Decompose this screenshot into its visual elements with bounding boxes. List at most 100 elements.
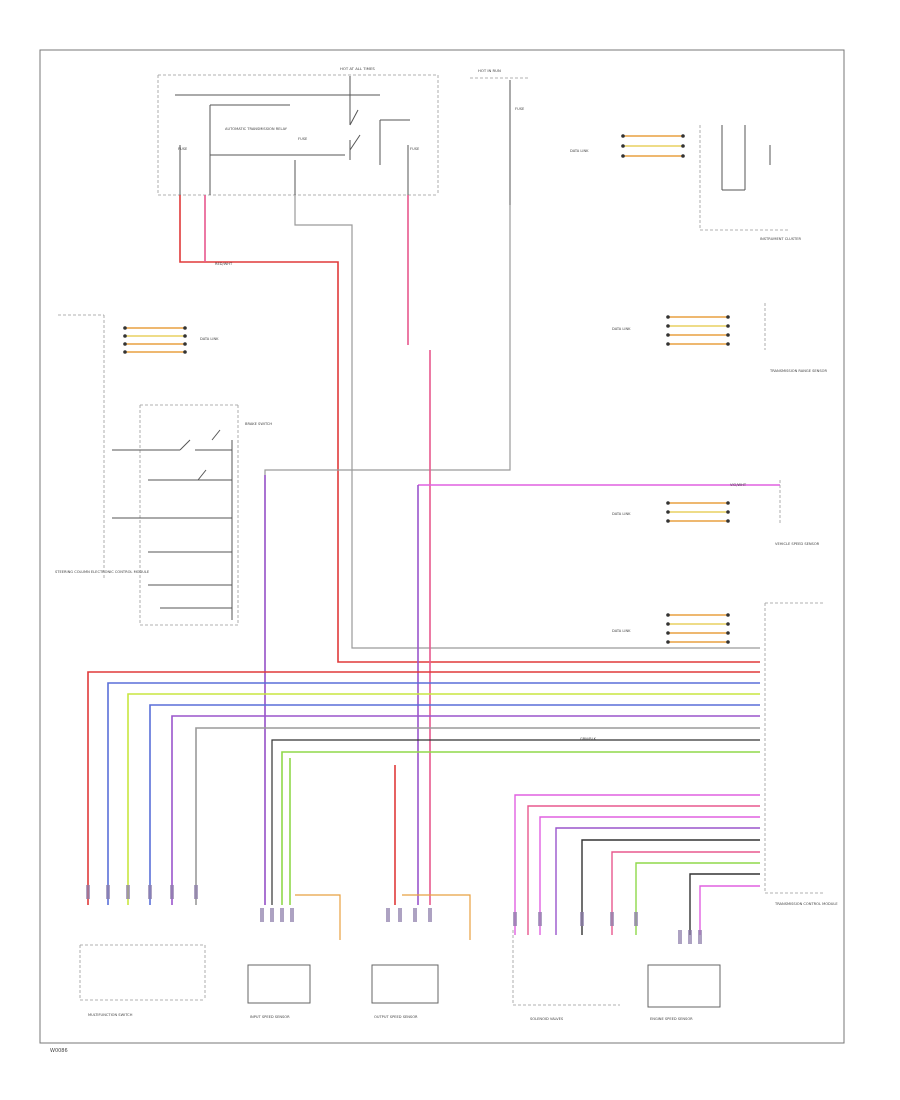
wire-33	[195, 727, 760, 905]
connector-terminal	[634, 912, 638, 926]
connector-terminal	[386, 908, 390, 922]
connector-pin	[183, 326, 187, 330]
connector-terminal	[126, 885, 130, 899]
connector-pin	[726, 613, 730, 617]
fuse-c-label: FUSE	[410, 147, 420, 151]
connector-terminal	[260, 908, 264, 922]
connector-pin	[666, 519, 670, 523]
output-speed-sensor-block: OUTPUT SPEED SENSOR	[371, 964, 439, 1019]
wire-41	[581, 839, 760, 935]
input-speed-sensor-label: INPUT SPEED SENSOR	[250, 1015, 290, 1019]
wire-34	[271, 739, 760, 905]
connector-pin	[726, 315, 730, 319]
connector-terminal	[513, 912, 517, 926]
connector-terminal	[148, 885, 152, 899]
data-link-label-d: DATA LINK	[612, 512, 631, 516]
tcm-block: DATA LINK TRANSMISSION CONTROL MODULE	[612, 602, 838, 906]
connector-terminal	[688, 930, 692, 944]
connector-terminal	[610, 912, 614, 926]
connector-pin	[183, 342, 187, 346]
connector-terminal	[678, 930, 682, 944]
diagram-frame	[39, 49, 845, 1044]
wire-4	[294, 195, 760, 649]
data-link-label-e: DATA LINK	[612, 629, 631, 633]
connector-terminal	[290, 908, 294, 922]
fuse-d-label: FUSE	[515, 107, 525, 111]
input-speed-sensor-block: INPUT SPEED SENSOR	[247, 964, 311, 1019]
wire-30	[127, 693, 760, 905]
vehicle-speed-sensor-block: DATA LINK VEHICLE SPEED SENSOR	[612, 480, 820, 546]
connector-pin	[666, 631, 670, 635]
tcm-label: TRANSMISSION CONTROL MODULE	[774, 902, 838, 906]
connector-terminal	[580, 912, 584, 926]
steering-column-module: BRAKE SWITCH STEERING COLUMN ELECTRONIC …	[55, 314, 272, 626]
wire-37	[514, 794, 760, 935]
vehicle-speed-sensor-label: VEHICLE SPEED SENSOR	[775, 542, 820, 546]
output-speed-sensor-label: OUTPUT SPEED SENSOR	[374, 1015, 418, 1019]
connector-pin	[621, 144, 625, 148]
wire-group	[86, 134, 780, 944]
connector-pin	[726, 519, 730, 523]
connector-pin	[726, 640, 730, 644]
hot-at-all-times-label: HOT AT ALL TIMES	[340, 66, 375, 71]
connector-pin	[123, 350, 127, 354]
wire-39	[539, 816, 760, 935]
connector-pin	[183, 350, 187, 354]
connector-pin	[666, 510, 670, 514]
connector-pin	[666, 622, 670, 626]
connector-pin	[681, 134, 685, 138]
connector-terminal	[170, 885, 174, 899]
connector-pin	[681, 154, 685, 158]
connector-pin	[666, 613, 670, 617]
footer-code: W0086	[50, 1048, 68, 1054]
connector-terminal	[270, 908, 274, 922]
steering-module-label: STEERING COLUMN ELECTRONIC CONTROL MODUL…	[55, 570, 150, 574]
connector-terminal	[106, 885, 110, 899]
connector-terminal	[428, 908, 432, 922]
wire-label-tcm-a: GRN/BLK	[580, 737, 597, 741]
engine-speed-sensor-block: ENGINE SPEED SENSOR	[647, 964, 721, 1021]
connector-terminal	[194, 885, 198, 899]
wire-label-red-bus: RED/WHT	[215, 262, 233, 266]
wire-43	[635, 862, 760, 935]
wire-47	[402, 894, 471, 940]
wire-45	[699, 885, 760, 935]
wire-31	[149, 704, 760, 905]
wire-35	[281, 751, 760, 905]
connector-terminal	[86, 885, 90, 899]
solenoid-valves-block: SOLENOID VALVES	[512, 930, 620, 1021]
connector-pin	[726, 501, 730, 505]
connector-pin	[726, 333, 730, 337]
connector-pin	[726, 342, 730, 346]
connector-terminal	[280, 908, 284, 922]
connector-pin	[666, 342, 670, 346]
data-link-label-c: DATA LINK	[200, 337, 219, 341]
wire-5	[264, 205, 511, 905]
connector-pin	[726, 622, 730, 626]
connector-pin	[621, 134, 625, 138]
wire-1	[179, 195, 760, 663]
wire-40	[555, 827, 760, 935]
wire-label-violet-top: VIO/WHT	[730, 483, 747, 487]
wire-28	[87, 671, 760, 905]
multifunction-switch-block: MULTIFUNCTION SWITCH	[79, 944, 206, 1017]
connector-pin	[666, 640, 670, 644]
connector-pin	[123, 342, 127, 346]
solenoid-valves-label: SOLENOID VALVES	[530, 1017, 564, 1021]
connector-pin	[666, 501, 670, 505]
hot-in-run-label: HOT IN RUN	[478, 68, 501, 73]
fuse-b-label: FUSE	[298, 137, 308, 141]
connector-terminal	[413, 908, 417, 922]
transmission-range-block: DATA LINK TRANSMISSION RANGE SENSOR	[612, 303, 827, 373]
connector-terminal	[398, 908, 402, 922]
fuse-a-label: FUSE	[178, 147, 188, 151]
wire-42	[611, 851, 760, 935]
wire-32	[171, 715, 760, 905]
connector-pin	[666, 315, 670, 319]
connector-pin	[123, 334, 127, 338]
connector-terminal	[538, 912, 542, 926]
transmission-range-label: TRANSMISSION RANGE SENSOR	[769, 369, 827, 373]
data-link-label-a: DATA LINK	[570, 149, 589, 153]
instrument-cluster-block: INSTRUMENT CLUSTER DATA LINK	[570, 125, 801, 241]
